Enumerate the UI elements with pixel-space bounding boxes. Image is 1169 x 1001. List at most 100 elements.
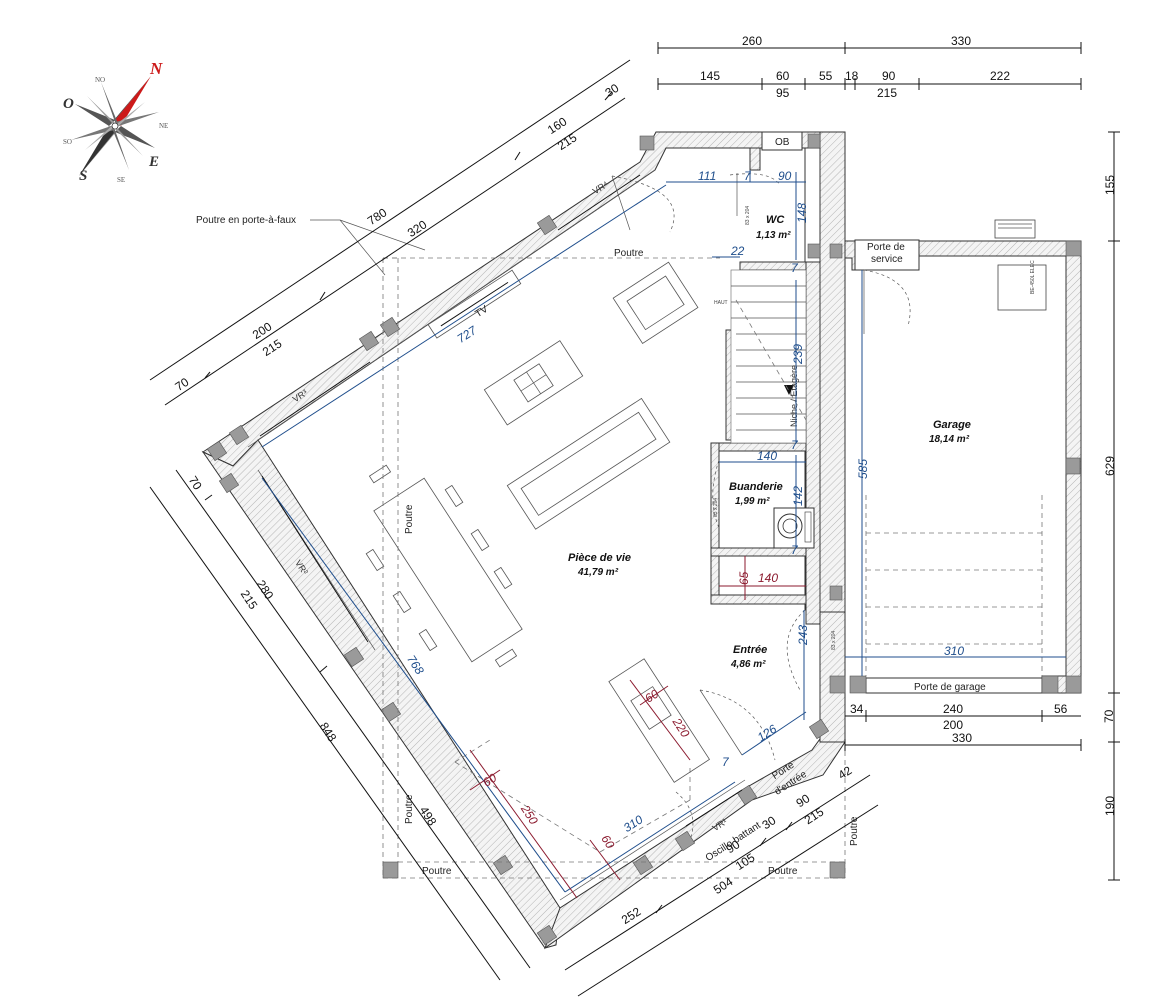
garage-area: 18,14 m² <box>929 434 970 445</box>
dim-g-240: 240 <box>943 702 963 716</box>
service-door[interactable] <box>854 239 920 271</box>
compass-ne: NE <box>159 122 168 130</box>
ob-window[interactable] <box>761 131 803 151</box>
dim-top-55: 55 <box>819 69 833 83</box>
dim-7a: 7 <box>744 169 752 183</box>
dim-126: 126 <box>755 722 780 745</box>
dim-250: 250 <box>518 802 541 828</box>
garage-name: Garage <box>933 419 971 431</box>
dim-s-504: 504 <box>711 874 736 897</box>
living-room-area: 41,79 m² <box>577 567 619 578</box>
washing-machine <box>773 507 815 549</box>
living-room-name: Pièce de vie <box>568 552 631 564</box>
dim-ne-200: 200 <box>250 319 275 342</box>
dim-ne-215a: 215 <box>555 130 580 153</box>
wc-name: WC <box>766 214 785 226</box>
door-size-wc: 83 x 204 <box>745 206 751 225</box>
dim-22: 22 <box>730 244 745 258</box>
boiler <box>997 264 1047 311</box>
compass-s: S <box>79 168 87 184</box>
dim-top-215: 215 <box>877 86 897 100</box>
dim-140b: 140 <box>758 571 778 585</box>
dim-top-330: 330 <box>951 34 971 48</box>
dim-310b: 310 <box>621 812 646 835</box>
outer-dimension-lines <box>149 42 1120 997</box>
compass-rose: N NO NE O E SO SE S <box>63 59 168 184</box>
service-door-label-2: service <box>871 254 903 265</box>
dim-w-70: 70 <box>186 473 205 492</box>
entree-area: 4,86 m² <box>730 659 766 670</box>
dim-s-90b: 90 <box>793 791 812 810</box>
dim-g-34: 34 <box>850 702 864 716</box>
dim-w-498: 498 <box>417 804 440 829</box>
entree-name: Entrée <box>733 644 767 656</box>
dim-s-105: 105 <box>733 850 758 873</box>
compass-so: SO <box>63 138 72 146</box>
dim-ne-320: 320 <box>405 217 430 240</box>
dim-top-90: 90 <box>882 69 896 83</box>
dim-ne-780: 780 <box>365 205 390 228</box>
door-size-buanderie: 83 x 204 <box>713 498 719 517</box>
dim-s-215: 215 <box>802 804 827 827</box>
compass-se: SE <box>117 176 125 184</box>
dim-7b: 7 <box>791 261 799 275</box>
dim-top-222: 222 <box>990 69 1010 83</box>
dim-top-18: 18 <box>845 69 859 83</box>
dim-310a: 310 <box>944 644 964 658</box>
dim-7d: 7 <box>791 543 799 557</box>
dim-right-155: 155 <box>1103 175 1117 195</box>
dim-243: 243 <box>796 625 810 646</box>
beam-label-leftlow: Poutre <box>404 794 415 824</box>
beam-label-top: Poutre <box>614 248 644 259</box>
beam-label-right: Poutre <box>849 816 860 846</box>
dim-239: 239 <box>791 344 805 365</box>
dim-g-200: 200 <box>943 718 963 732</box>
garage-door-label: Porte de garage <box>914 682 986 693</box>
dim-top-95: 95 <box>776 86 790 100</box>
ob-window-label: OB <box>775 137 790 148</box>
dim-s-252: 252 <box>619 904 644 927</box>
dim-g-330: 330 <box>952 731 972 745</box>
dim-ne-30: 30 <box>603 81 622 100</box>
dim-111: 111 <box>698 169 716 183</box>
buanderie-area: 1,99 m² <box>735 496 770 507</box>
stair-haut-label: HAUT <box>714 300 728 306</box>
beam-label-bottom-right: Poutre <box>768 866 798 877</box>
dim-top-60: 60 <box>776 69 790 83</box>
niche-label: Niche / Etagère <box>789 365 799 427</box>
dim-140a: 140 <box>757 449 777 463</box>
dim-top-145: 145 <box>700 69 720 83</box>
interior-doors <box>611 173 806 841</box>
dim-top-260: 260 <box>742 34 762 48</box>
compass-no: NO <box>95 76 105 84</box>
dim-7e: 7 <box>722 755 730 769</box>
cantilever-beam-label: Poutre en porte-à-faux <box>196 215 296 226</box>
dim-right-629: 629 <box>1103 456 1117 476</box>
dim-g-56: 56 <box>1054 702 1068 716</box>
dim-w-215: 215 <box>238 587 261 612</box>
furniture: TV <box>365 261 711 783</box>
dim-right-70: 70 <box>1102 709 1116 723</box>
dim-60b: 60 <box>598 832 617 851</box>
dim-7c: 7 <box>791 438 799 452</box>
compass-n: N <box>149 59 163 78</box>
dim-right-190: 190 <box>1103 796 1117 816</box>
beam-label-left: Poutre <box>404 504 415 534</box>
buanderie-name: Buanderie <box>729 481 783 493</box>
service-door-label-1: Porte de <box>867 242 905 253</box>
garage: Porte de service Porte de garage BE-450L… <box>833 219 1082 694</box>
boiler-label: BE-450L ELEC <box>1030 260 1036 294</box>
dim-148: 148 <box>795 203 809 223</box>
door-size-entree: 83 x 204 <box>831 631 837 650</box>
window-lines <box>247 169 746 901</box>
dim-s-42: 42 <box>835 763 854 782</box>
dim-727: 727 <box>455 323 481 346</box>
staircase: HAUT <box>714 269 807 444</box>
outer-walls <box>201 131 846 950</box>
dim-585: 585 <box>856 459 870 479</box>
wc-area: 1,13 m² <box>756 230 791 241</box>
inner-dimensions <box>261 170 1066 899</box>
dim-ne-70: 70 <box>173 375 192 394</box>
compass-e: E <box>148 154 159 170</box>
